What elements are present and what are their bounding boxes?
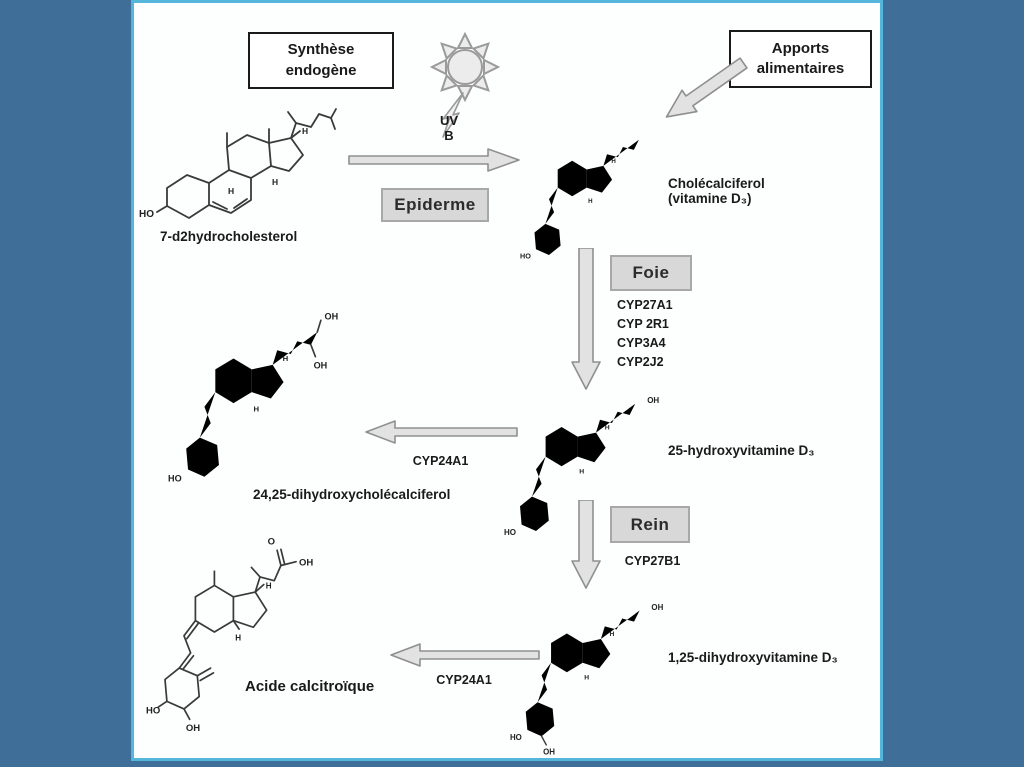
skeleton [179,319,330,477]
enzyme-item: CYP27A1 [617,298,673,312]
acide-name: Acide calcitroïque [245,678,375,695]
cyp24a1-lower-label: CYP24A1 [436,673,492,687]
arrow-left-cyp24-lower-icon [390,643,540,667]
atom-label-ho: HO [510,733,522,742]
dehydrocholesterol-name: 7-d2hydrocholesterol [160,229,298,244]
atom-label-oh: OH [186,723,200,734]
synthese-endogene-box: Synthèse endogène [248,32,394,89]
atom-label-h: H [283,354,289,363]
atom-label-oh: OH [314,361,328,371]
arrow-left-cyp24-upper-icon [365,420,518,444]
skeleton [156,108,337,219]
foie-label: Foie [632,263,670,282]
atom-label-h: H [605,424,610,431]
bond-oh-ring [540,735,548,746]
molecule-structure-125: OH HO OH H H [510,599,664,756]
epiderme-label: Epiderme [394,195,476,214]
atom-label-h: H [302,126,308,136]
foie-box: Foie [610,255,692,291]
atom-label-oh: OH [299,558,313,569]
atom-label-oh: OH [651,603,663,612]
atom-label-h: H [579,468,584,475]
molecule-structure-acide: O OH HO OH H H [146,537,313,734]
molecule-structure-25oh: HO OH H H [504,392,659,537]
atom-label-o: O [268,537,275,548]
atom-label-ho: HO [146,706,160,717]
skeleton [529,129,649,255]
atom-label-h: H [584,674,589,681]
b-text: B [444,128,454,143]
synthese-line2: endogène [285,61,357,79]
atom-label-h: H [254,404,260,413]
atom-label-h: H [228,186,234,196]
enzyme-item: CYP 2R1 [617,317,669,331]
lightning-bolt-icon [442,92,464,138]
molecule-structure-cholecalciferol: HO H H [520,129,649,261]
atom-label-h: H [235,634,241,643]
atom-label-ho: HO [520,252,531,261]
arrow-right-epiderme-icon [348,148,520,172]
apports-line2: alimentaires [756,60,845,77]
uv-text: UV [439,113,459,128]
slide-canvas: Synthèse endogène Apports alimentaires U… [131,0,883,761]
bond-oh-mid [310,344,317,358]
cyp27b1-label: CYP27B1 [624,554,681,568]
arrow-diagonal-apports-icon [665,57,748,118]
atom-label-ho: HO [504,528,516,537]
atom-label-oh: OH [325,311,339,321]
apports-alimentaires-box: Apports alimentaires [729,30,872,88]
epiderme-box: Epiderme [381,188,489,222]
enzyme-item: CYP3A4 [617,336,666,350]
arrow-down-foie-icon [571,248,601,390]
atom-label-ho: HO [139,209,154,220]
molecule-structure-dehydrocholesterol: HO H H H [139,108,337,220]
cholecalciferol-name: Cholécalciferol (vitamine D₃) [668,176,765,206]
apports-line1: Apports [771,39,830,57]
atom-label-h: H [610,631,615,638]
enzyme-item: CYP2J2 [617,355,664,369]
skeleton [157,548,297,721]
rein-label: Rein [630,514,670,534]
arrow-down-rein-icon [571,500,601,589]
atom-label-oh: OH [543,747,555,756]
liver-enzyme-list: CYP27A1 CYP 2R1 CYP3A4 CYP2J2 [617,296,673,372]
atom-label-oh: OH [647,396,659,405]
cholecalciferol-name-line1: Cholécalciferol [668,176,765,191]
sun-rays [429,31,501,103]
sun-icon [429,31,501,138]
125-name: 1,25-dihydroxyvitamine D₃ [668,650,838,665]
skeleton [520,599,650,737]
synthese-line1: Synthèse [287,41,355,59]
atom-label-h: H [611,158,616,165]
uvb-label: UV B [431,113,467,143]
atom-label-h: H [266,581,272,590]
atom-label-ho: HO [168,473,182,483]
bond-oh-top [316,319,322,333]
molecule-structure-2425: OH OH HO H H [168,311,339,483]
2425-name: 24,25-dihydroxycholécalciferol [253,487,451,502]
cholecalciferol-name-line2: (vitamine D₃) [668,191,752,206]
cyp24a1-upper-label: CYP24A1 [412,454,469,468]
25oh-name: 25-hydroxyvitamine D₃ [668,443,815,458]
rein-box: Rein [610,506,690,543]
atom-label-h: H [272,177,278,187]
atom-label-h: H [588,198,593,205]
